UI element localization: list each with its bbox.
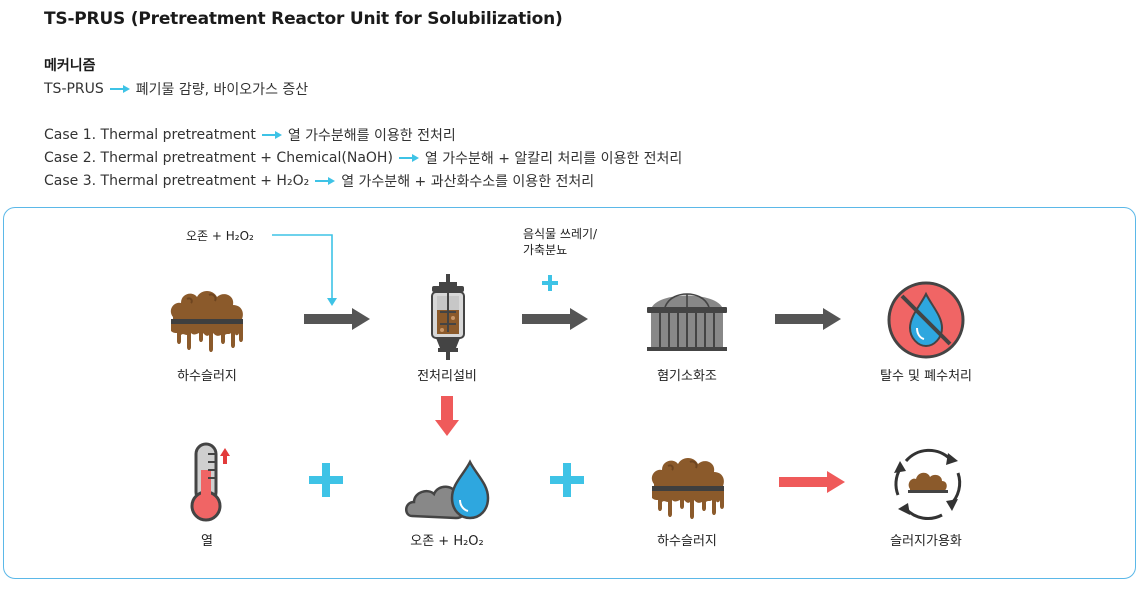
node-label-anaerobic-digester: 혐기소화조: [657, 369, 717, 384]
case-3-left: Case 3. Thermal pretreatment + H₂O₂: [44, 173, 310, 189]
plus-icon: [542, 275, 558, 291]
process-arrow-red: [779, 471, 845, 493]
plus-icon: [309, 463, 343, 497]
case-3-right: 열 가수분해 + 과산화수소를 이용한 전처리: [341, 174, 595, 190]
summary-right: 폐기물 감량, 바이오가스 증산: [135, 82, 309, 98]
right-arrow-icon: [315, 177, 336, 185]
ozone-h2o2-icon: [405, 459, 490, 520]
node-label-ozone-h2o2: 오존 + H₂O₂: [410, 534, 484, 549]
node-label-pretreatment: 전처리설비: [417, 369, 477, 384]
case-2-right: 열 가수분해 + 알칼리 처리를 이용한 전처리: [424, 151, 683, 167]
no-water-icon: [887, 281, 965, 359]
plus-icon: [550, 463, 584, 497]
process-diagram-panel: [3, 207, 1136, 579]
mechanism-summary: TS-PRUS 폐기물 감량, 바이오가스 증산: [44, 79, 308, 99]
thermometer-icon: [190, 442, 230, 522]
process-arrow-gray: [304, 308, 370, 330]
pretreatment-reactor-icon: [431, 274, 465, 360]
case-1-line: Case 1. Thermal pretreatment 열 가수분해를 이용한…: [44, 125, 456, 145]
summary-left: TS-PRUS: [44, 81, 104, 97]
right-arrow-icon: [261, 131, 282, 139]
food-waste-input-label: 음식물 쓰레기/ 가축분뇨: [523, 227, 598, 257]
sewage-sludge-icon: [651, 458, 724, 519]
ozone-input-label: 오존 + H₂O₂: [186, 229, 254, 243]
case-1-right: 열 가수분해를 이용한 전처리: [287, 128, 456, 144]
right-arrow-icon: [398, 154, 419, 162]
right-arrow-icon: [109, 85, 130, 93]
node-label-dewatering: 탈수 및 폐수처리: [880, 369, 972, 384]
anaerobic-digester-icon: [647, 293, 727, 351]
mechanism-heading: 메커니즘: [44, 58, 96, 74]
process-arrow-gray: [775, 308, 841, 330]
ozone-connector-arrow: [272, 234, 337, 306]
process-arrow-red-down: [435, 396, 459, 436]
process-arrow-gray: [522, 308, 588, 330]
case-1-left: Case 1. Thermal pretreatment: [44, 127, 256, 143]
node-label-sewage-sludge: 하수슬러지: [177, 369, 237, 384]
node-label-heat: 열: [201, 534, 213, 549]
node-label-sewage-sludge-2: 하수슬러지: [657, 534, 717, 549]
page-title: TS-PRUS (Pretreatment Reactor Unit for S…: [44, 9, 563, 29]
node-label-solubilization: 슬러지가용화: [890, 534, 962, 549]
sewage-sludge-icon: [170, 291, 243, 352]
case-2-left: Case 2. Thermal pretreatment + Chemical(…: [44, 150, 393, 166]
case-2-line: Case 2. Thermal pretreatment + Chemical(…: [44, 148, 682, 168]
solubilization-cycle-icon: [894, 448, 962, 520]
case-3-line: Case 3. Thermal pretreatment + H₂O₂ 열 가수…: [44, 171, 594, 191]
